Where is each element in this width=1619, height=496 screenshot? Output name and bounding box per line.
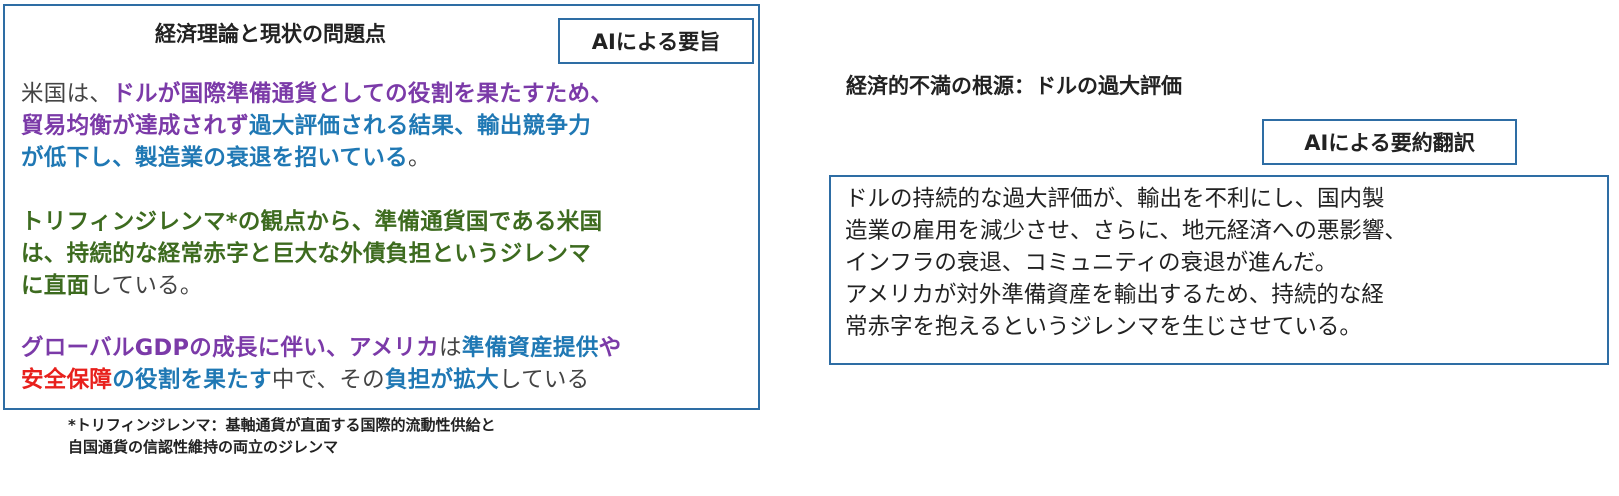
- text-segment: が低下し、製造業の衰退を招いている: [21, 145, 408, 171]
- text-segment: や: [598, 335, 622, 361]
- text-segment: トリフィンジレンマ*の観点から、準備通貨国である米国: [21, 209, 603, 235]
- footnote-line: 自国通貨の信認性維持の両立のジレンマ: [68, 438, 339, 456]
- right-heading: 経済的不満の根源：ドルの過大評価: [846, 74, 1182, 98]
- translation-line: 造業の雇用を減少させ、さらに、地元経済への悪影響、: [845, 218, 1407, 244]
- text-segment: 中で、その: [271, 367, 385, 393]
- text-segment: の役割を果たす: [112, 367, 272, 393]
- footnote-line: *トリフィンジレンマ：基軸通貨が直面する国際的流動性供給と: [68, 416, 496, 434]
- text-segment: ドルが国際準備通貨としての役割を果たすため、: [112, 81, 614, 107]
- text-segment: 過大評価される結果、輸出競争力: [249, 113, 592, 139]
- ai-translation-badge: AIによる要約翻訳: [1262, 119, 1517, 165]
- panel-title: 経済理論と現状の問題点: [155, 22, 386, 46]
- text-segment: に直面: [21, 273, 90, 299]
- text-segment: グローバルGDPの成長に伴い、: [21, 335, 349, 361]
- text-segment: は、持続的な経常赤字と巨大な外債負担というジレンマ: [21, 241, 592, 267]
- triffin-footnote: *トリフィンジレンマ：基軸通貨が直面する国際的流動性供給と 自国通貨の信認性維持…: [68, 414, 496, 458]
- text-segment: 安全保障: [21, 367, 113, 393]
- paragraph-dollar-reserve: 米国は、ドルが国際準備通貨としての役割を果たすため、 貿易均衡が達成されず過大評…: [21, 78, 756, 174]
- paragraph-triffin: トリフィンジレンマ*の観点から、準備通貨国である米国 は、持続的な経常赤字と巨大…: [21, 206, 756, 302]
- translation-line: 常赤字を抱えるというジレンマを生じさせている。: [845, 314, 1362, 340]
- summary-panel: 経済理論と現状の問題点 AIによる要旨 米国は、ドルが国際準備通貨としての役割を…: [3, 4, 760, 410]
- text-segment: 貿易均衡が達成されず: [21, 113, 250, 139]
- translation-line: ドルの持続的な過大評価が、輸出を不利にし、国内製: [845, 186, 1385, 212]
- text-segment: アメリカ: [348, 335, 439, 361]
- text-segment: している: [498, 367, 590, 393]
- text-segment: 負担が拡大: [384, 367, 499, 393]
- ai-summary-badge: AIによる要旨: [558, 18, 754, 64]
- text-segment: している。: [89, 273, 203, 299]
- translation-line: インフラの衰退、コミュニティの衰退が進んだ。: [845, 250, 1338, 276]
- translation-line: アメリカが対外準備資産を輸出するため、持続的な経: [845, 282, 1384, 308]
- text-segment: 準備資産提供: [461, 335, 599, 361]
- paragraph-global-gdp: グローバルGDPの成長に伴い、アメリカは準備資産提供や 安全保障の役割を果たす中…: [21, 332, 756, 396]
- text-segment: 。: [407, 145, 431, 171]
- text-segment: 米国は、: [21, 81, 113, 107]
- text-segment: は: [439, 335, 462, 361]
- translation-panel: ドルの持続的な過大評価が、輸出を不利にし、国内製 造業の雇用を減少させ、さらに、…: [829, 175, 1609, 365]
